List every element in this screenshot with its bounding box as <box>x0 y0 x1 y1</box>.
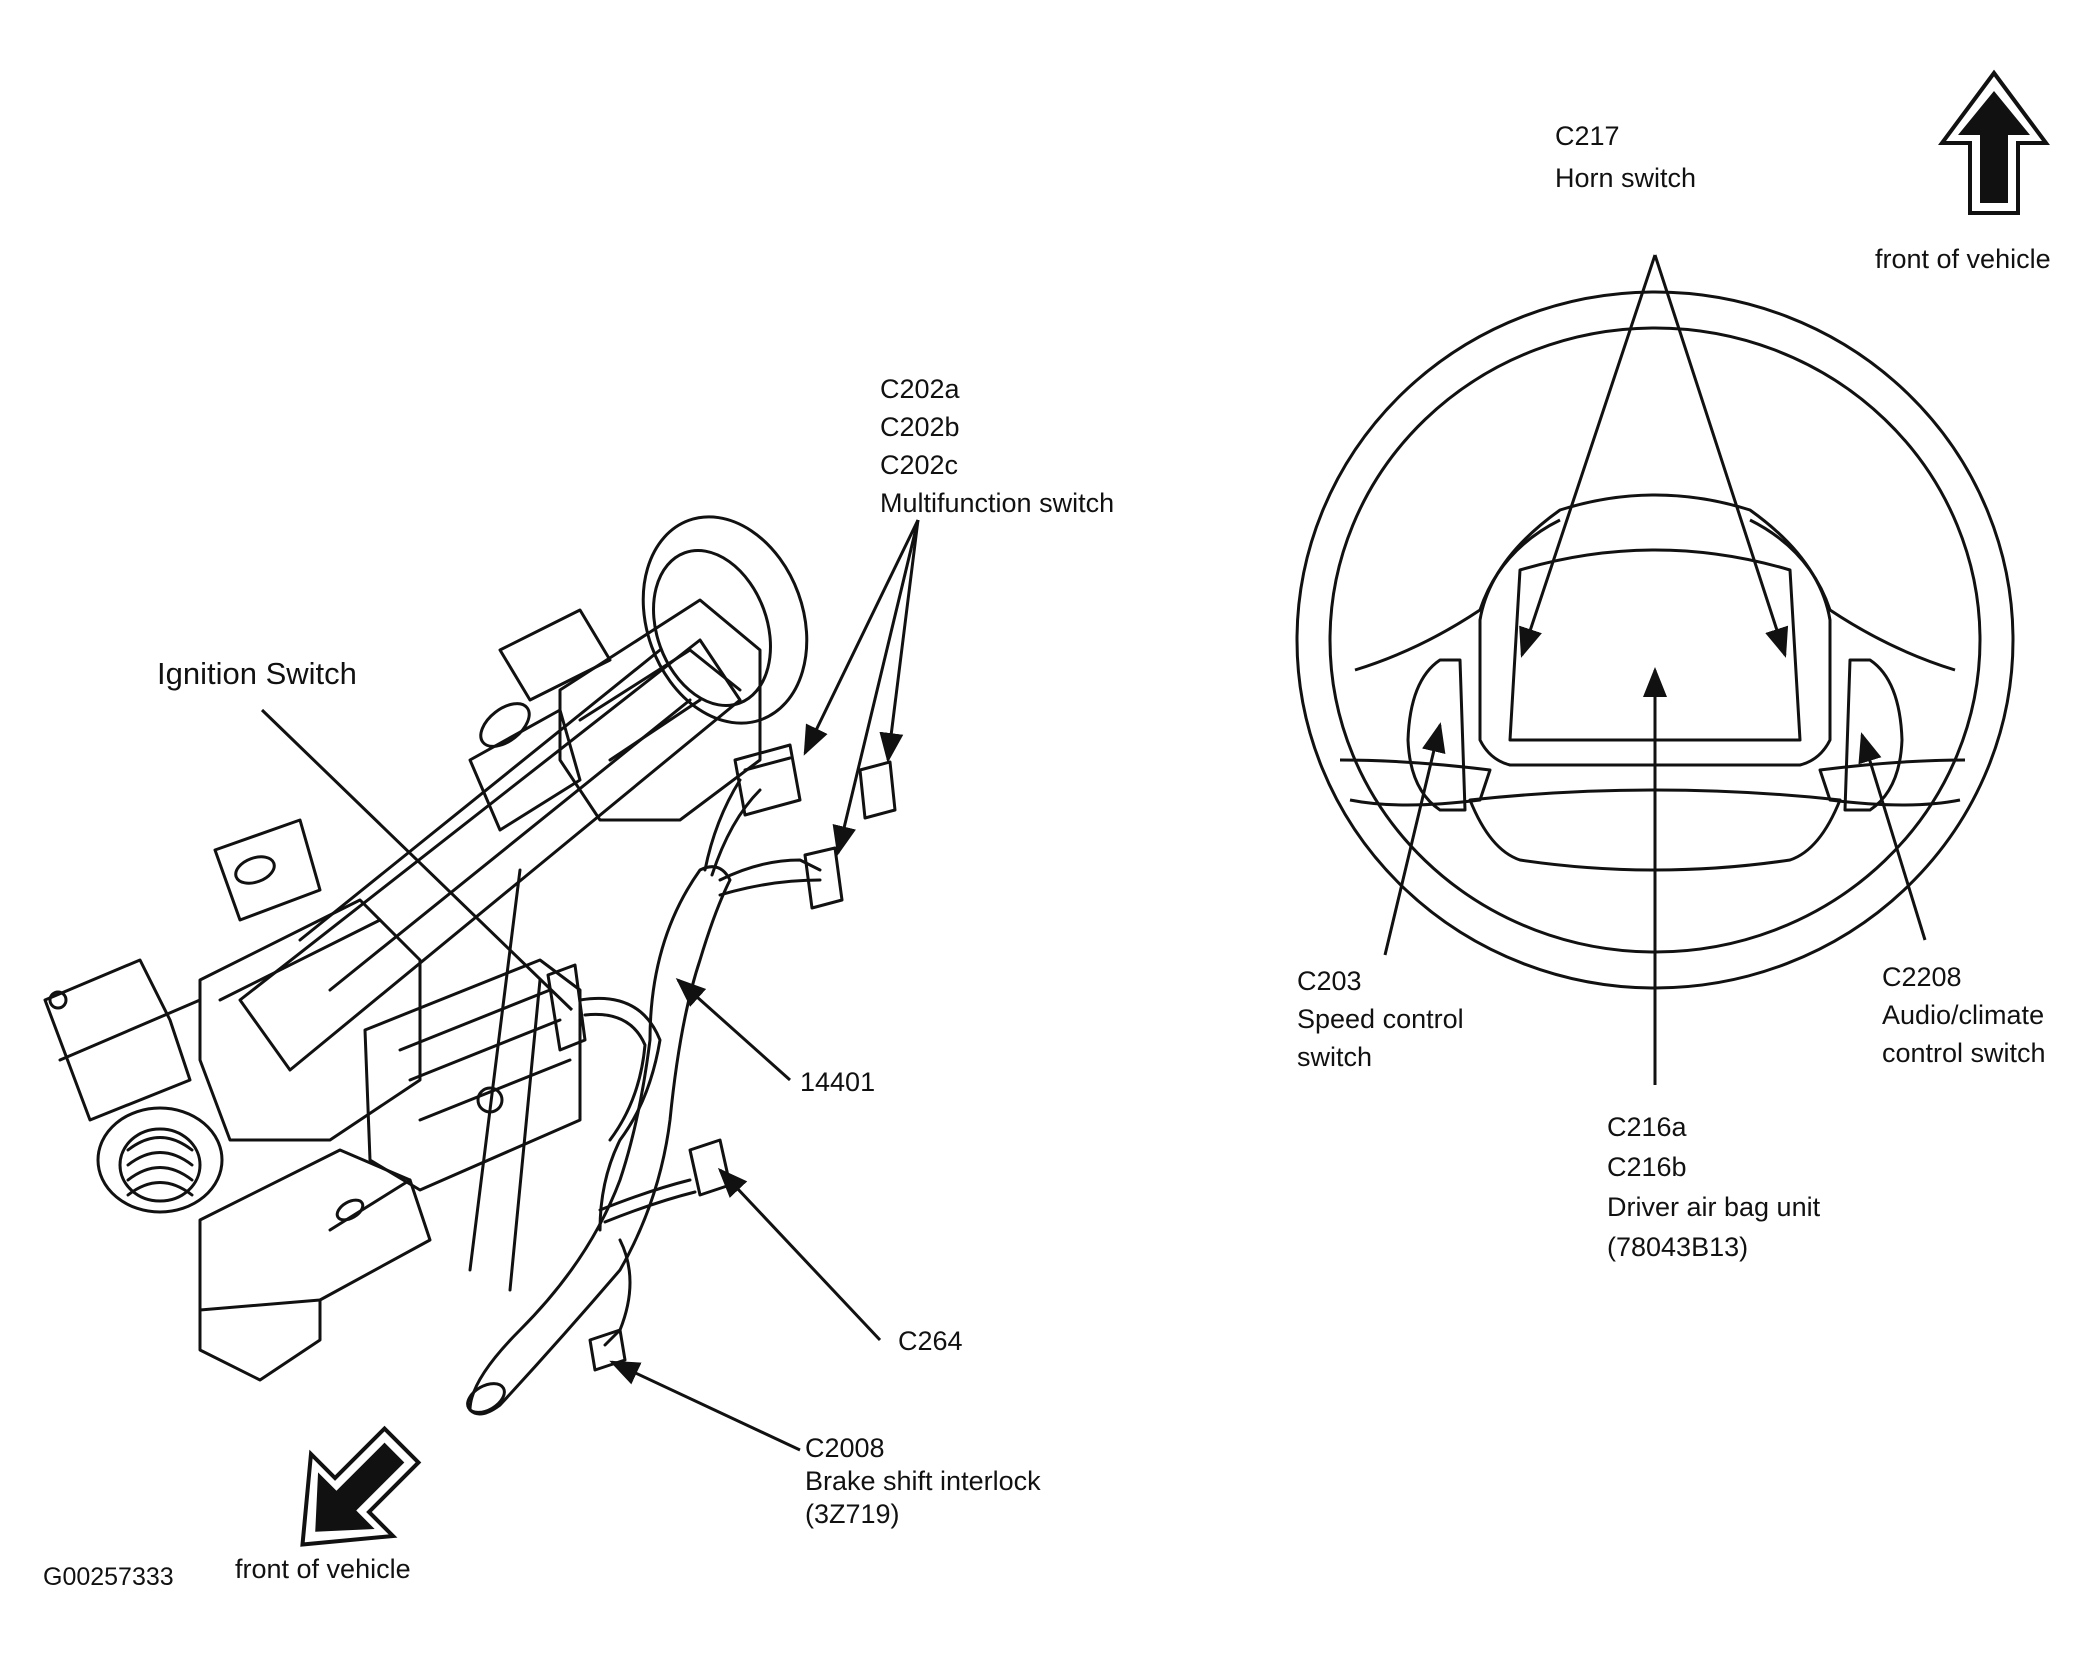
left-leader-lines <box>260 519 920 1452</box>
horn-name: Horn switch <box>1555 163 1697 193</box>
brake-shift-interlock-label: C2008 Brake shift interlock (3Z719) <box>805 1432 1041 1531</box>
front-arrow-left-icon <box>300 1425 422 1547</box>
brake-shift-name: Brake shift interlock <box>805 1466 1041 1496</box>
speed-control-code: C203 <box>1297 966 1362 996</box>
front-of-vehicle-left-label: front of vehicle <box>235 1554 411 1584</box>
horn-switch-label: C217 Horn switch <box>1555 115 1696 199</box>
speed-control-name-2: switch <box>1297 1042 1373 1072</box>
multifunction-code-b: C202b <box>880 412 960 442</box>
multifunction-code-a: C202a <box>880 374 960 404</box>
ignition-switch-label: Ignition Switch <box>157 656 357 691</box>
multifunction-name: Multifunction switch <box>880 488 1115 518</box>
air-bag-name: Driver air bag unit <box>1607 1192 1821 1222</box>
steering-column-assembly <box>43 515 897 1416</box>
front-of-vehicle-right-label: front of vehicle <box>1875 244 2051 274</box>
front-arrow-right-icon <box>1938 69 2050 215</box>
driver-air-bag-label: C216a C216b Driver air bag unit (78043B1… <box>1607 1107 1820 1267</box>
harness-14401-label: 14401 <box>800 1067 876 1097</box>
right-leader-lines <box>1383 254 1927 1085</box>
air-bag-part: (78043B13) <box>1607 1232 1749 1262</box>
steering-wheel <box>1295 290 2015 990</box>
horn-code: C217 <box>1555 121 1620 151</box>
speed-control-name-1: Speed control <box>1297 1004 1464 1034</box>
audio-climate-code: C2208 <box>1882 962 1962 992</box>
multifunction-switch-label: C202a C202b C202c Multifunction switch <box>880 370 1114 522</box>
figure-code: G00257333 <box>43 1563 174 1591</box>
speed-control-switch-label: C203 Speed control switch <box>1297 962 1464 1076</box>
c264-label: C264 <box>898 1326 963 1356</box>
multifunction-code-c: C202c <box>880 450 959 480</box>
brake-shift-part: (3Z719) <box>805 1499 900 1529</box>
audio-climate-name-2: control switch <box>1882 1038 2046 1068</box>
air-bag-code-a: C216a <box>1607 1112 1687 1142</box>
audio-climate-name-1: Audio/climate <box>1882 1000 2045 1030</box>
brake-shift-code: C2008 <box>805 1433 885 1463</box>
air-bag-code-b: C216b <box>1607 1152 1687 1182</box>
audio-climate-switch-label: C2208 Audio/climate control switch <box>1882 958 2046 1072</box>
